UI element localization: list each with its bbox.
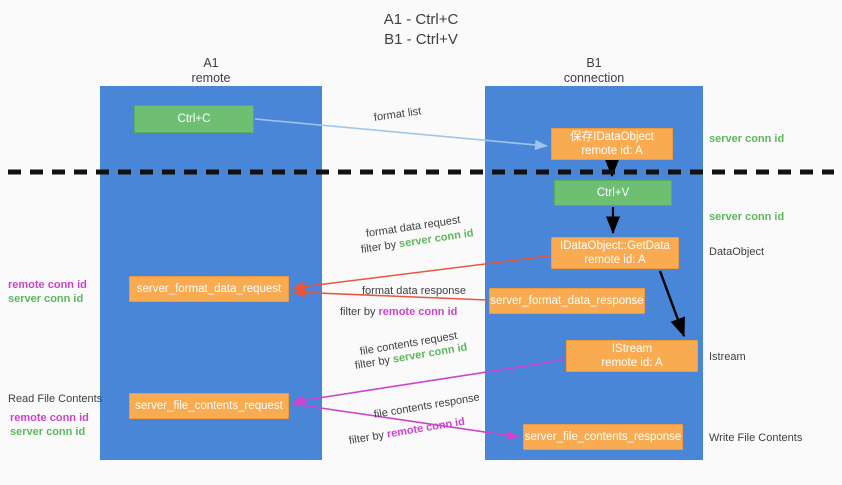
annotation-remote-conn-id-2: remote conn id	[10, 412, 89, 424]
column-b1-name: B1	[586, 56, 602, 70]
annotation-server-conn-id-mid: server conn id	[709, 210, 784, 224]
node-server-file-contents-request[interactable]: server_file_contents_request	[129, 393, 289, 419]
filter-value-remote-conn-id: remote conn id	[378, 306, 458, 318]
node-server-file-contents-request-label: server_file_contents_request	[135, 400, 283, 412]
edge-label-format-list-text: format list	[373, 105, 423, 124]
node-ctrl-v[interactable]: Ctrl+V	[554, 180, 672, 206]
annotation-dataobject-text: DataObject	[709, 246, 765, 258]
edge-label-format-list: format list	[373, 104, 422, 125]
node-server-file-contents-response-label: server_file_contents_response	[524, 431, 682, 443]
annotation-dataobject: DataObject	[709, 245, 764, 259]
edge-label-format-data-response-text: format data response	[362, 285, 466, 297]
node-istream[interactable]: IStream remote id: A	[566, 340, 698, 372]
edge-label-file-contents-response-filter: filter by remote conn id	[348, 415, 466, 448]
title-line-1: A1 - Ctrl+C	[383, 11, 459, 28]
node-idataobject-getdata[interactable]: IDataObject::GetData remote id: A	[551, 237, 679, 269]
annotation-write-file-contents: Write File Contents	[709, 431, 802, 445]
node-istream-subtext: remote id: A	[601, 357, 663, 369]
filter-value-remote-conn-id: remote conn id	[385, 415, 466, 441]
column-header-b1: B1 connection	[514, 56, 674, 86]
node-server-format-data-request[interactable]: server_format_data_request	[129, 276, 289, 302]
edge-label-format-data-response-filter: filter by remote conn id	[340, 305, 457, 319]
annotation-write-file-contents-text: Write File Contents	[709, 432, 803, 444]
edge-label-file-contents-response: file contents response	[373, 390, 481, 421]
annotation-istream-text: Istream	[709, 351, 746, 363]
filter-prefix: filter by	[340, 306, 379, 318]
node-idataobject-getdata-subtext: remote id: A	[584, 254, 646, 266]
annotation-server-conn-id-top: server conn id	[709, 132, 784, 146]
annotation-istream: Istream	[709, 350, 746, 364]
node-server-file-contents-response[interactable]: server_file_contents_response	[523, 424, 683, 450]
column-header-a1: A1 remote	[131, 56, 291, 86]
node-ctrl-c-label: Ctrl+C	[177, 113, 211, 125]
annotation-left-conn-ids-2: remote conn id server conn id	[10, 411, 89, 439]
column-a1-subtitle: remote	[191, 71, 231, 85]
annotation-read-file-contents-text: Read File Contents	[8, 393, 103, 405]
node-save-idataobject-subtext: remote id: A	[581, 145, 643, 157]
annotation-remote-conn-id-1: remote conn id	[8, 279, 87, 291]
node-idataobject-getdata-label: IDataObject::GetData	[560, 240, 670, 252]
node-save-idataobject[interactable]: 保存IDataObject remote id: A	[551, 128, 673, 160]
annotation-read-file-contents: Read File Contents	[8, 392, 102, 406]
node-save-idataobject-label: 保存IDataObject	[570, 131, 654, 143]
node-ctrl-c[interactable]: Ctrl+C	[134, 105, 254, 133]
column-a1-name: A1	[203, 56, 219, 70]
annotation-server-conn-id-1: server conn id	[8, 293, 84, 305]
annotation-server-conn-id-top-text: server conn id	[709, 133, 785, 145]
edge-label-format-data-response: format data response	[362, 284, 466, 298]
node-istream-label: IStream	[611, 343, 653, 355]
node-ctrl-v-label: Ctrl+V	[596, 187, 630, 199]
node-server-format-data-response[interactable]: server_format_data_response	[489, 288, 645, 314]
annotation-server-conn-id-2: server conn id	[10, 426, 86, 438]
node-server-format-data-request-label: server_format_data_request	[136, 283, 282, 295]
title-line-2: B1 - Ctrl+V	[384, 31, 458, 48]
page-title: A1 - Ctrl+C B1 - Ctrl+V	[0, 10, 842, 50]
node-server-format-data-response-label: server_format_data_response	[490, 295, 644, 307]
annotation-server-conn-id-mid-text: server conn id	[709, 211, 785, 223]
edge-label-file-contents-response-text: file contents response	[373, 391, 481, 421]
annotation-left-conn-ids-1: remote conn id server conn id	[8, 278, 87, 306]
column-b1-subtitle: connection	[563, 71, 625, 85]
filter-prefix: filter by	[348, 428, 388, 447]
